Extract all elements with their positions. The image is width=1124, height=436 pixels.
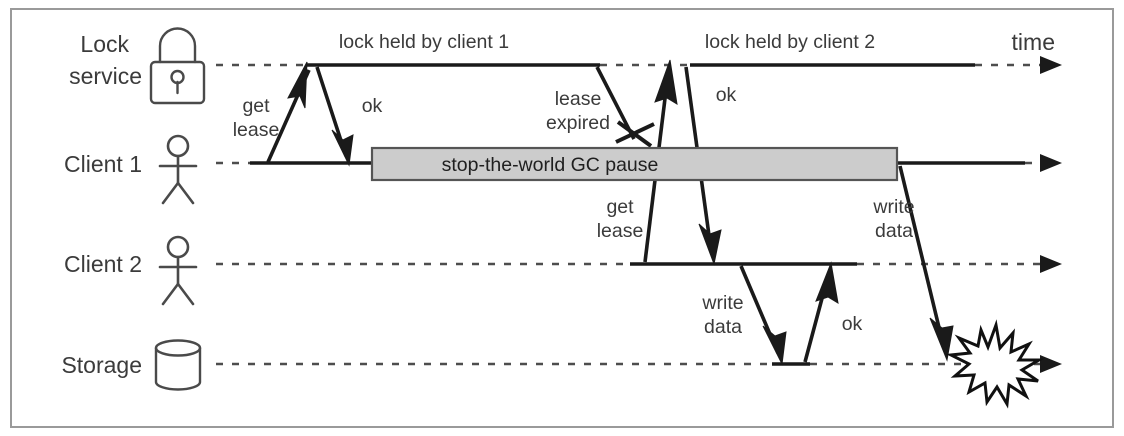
stick-figure-icon-client-1 (158, 134, 198, 205)
message-label-write-data-c2-line2: data (704, 316, 742, 338)
gc-pause-label: stop-the-world GC pause (442, 154, 659, 176)
figure-border (10, 8, 1114, 428)
message-label-get-lease-1-line1: get (242, 95, 270, 117)
arrow-head-ok-storage (815, 261, 839, 304)
arrow-head-get-lease-1 (287, 61, 308, 109)
message-ok-storage: ok (803, 261, 863, 363)
arrow-head-get-lease-2 (654, 59, 678, 105)
message-label-get-lease-2-line1: get (606, 196, 634, 218)
arrow-head-ok-2 (698, 223, 722, 266)
message-write-data-client-2: write data (701, 265, 787, 366)
activation-gc-pause: stop-the-world GC pause (370, 146, 899, 182)
lane-label-storage-line1: Storage (61, 352, 142, 378)
arrow-head-ok-1 (331, 129, 354, 167)
arrow-head-write-data-client-1 (929, 317, 954, 362)
lane-label-client-2-line1: Client 2 (64, 251, 142, 277)
span-label-lock-held-client-1: lock held by client 1 (339, 31, 509, 53)
lane-label-lock-service-line1: Lock (80, 31, 129, 57)
message-label-lease-expired-line1: lease (555, 88, 602, 110)
database-cylinder-icon (154, 339, 202, 391)
gc-pause-box (370, 146, 899, 182)
lane-label-client-1-line1: Client 1 (64, 151, 142, 177)
lane-label-storage: Storage (61, 352, 142, 378)
time-axis-label: time (1012, 29, 1055, 55)
message-write-data-client-1: write data (872, 165, 954, 362)
message-label-ok-storage: ok (842, 313, 863, 335)
padlock-icon (149, 27, 206, 105)
message-label-ok-1: ok (362, 95, 383, 117)
message-lease-expired: lease expired (546, 66, 655, 148)
lifeline-lock-service (216, 56, 1062, 74)
lifeline-client-1 (216, 154, 1062, 172)
message-label-lease-expired-line2: expired (546, 112, 610, 134)
message-label-ok-2: ok (716, 84, 737, 106)
lifeline-client-2 (216, 255, 1062, 273)
message-ok-1: ok (315, 66, 383, 167)
lane-label-lock-service: Lock service (69, 31, 142, 89)
message-label-get-lease-1-line2: lease (233, 119, 280, 141)
arrow-head-write-data-client-2 (762, 325, 787, 366)
message-label-write-data-c2-line1: write (701, 292, 743, 314)
message-get-lease-1: get lease (233, 61, 311, 163)
message-label-get-lease-2-line2: lease (597, 220, 644, 242)
lifeline-arrow-client-2 (1040, 255, 1062, 273)
lifeline-arrow-client-1 (1040, 154, 1062, 172)
explosion-burst-icon (945, 319, 1045, 409)
message-label-write-data-c1-line2: data (875, 220, 913, 242)
lifeline-arrow-lock-service (1040, 56, 1062, 74)
lifeline-storage (216, 355, 1062, 373)
lifeline-arrow-storage (1040, 355, 1062, 373)
lane-label-lock-service-line2: service (69, 63, 142, 89)
message-label-write-data-c1-line1: write (872, 196, 914, 218)
lane-label-client-2: Client 2 (64, 251, 142, 277)
lane-label-client-1: Client 1 (64, 151, 142, 177)
stick-figure-icon-client-2 (158, 235, 198, 306)
span-label-lock-held-client-2: lock held by client 2 (705, 31, 875, 53)
